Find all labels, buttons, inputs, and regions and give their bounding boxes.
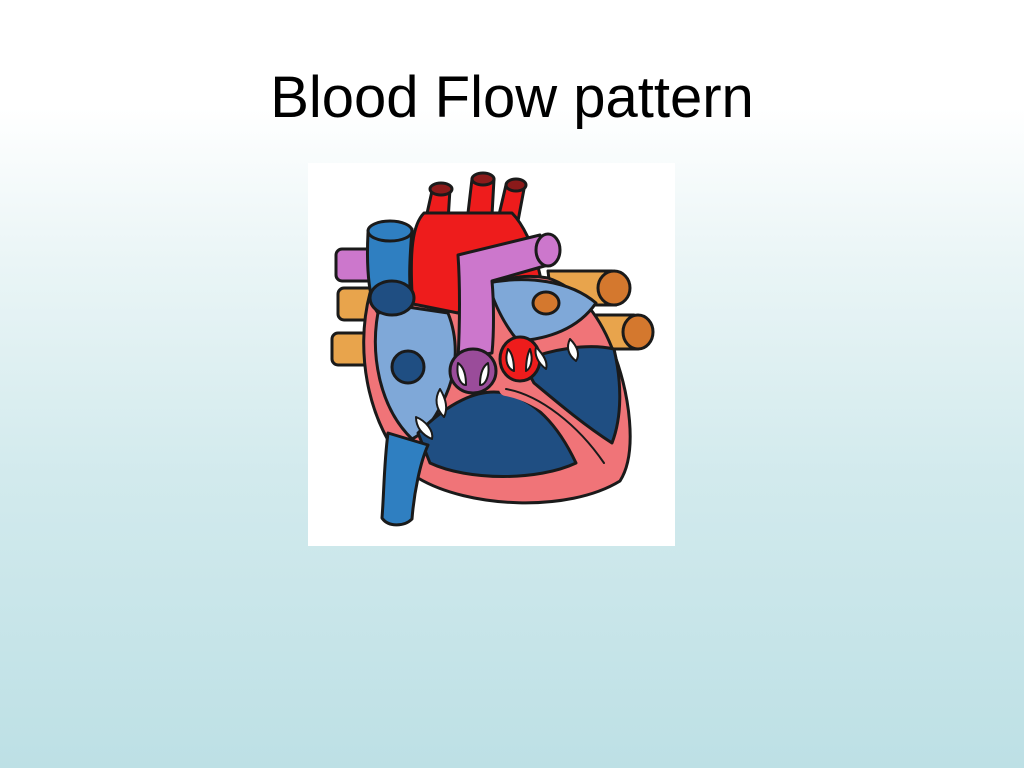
aorta-branch-right-cap	[504, 177, 528, 193]
septum-outline	[505, 388, 605, 464]
tricuspid-valve-leaflet-bottom	[415, 416, 434, 440]
heart-diagram	[330, 171, 655, 527]
vena-cava-opening	[368, 279, 416, 317]
pulmonary-valve-cusp-right	[479, 362, 490, 386]
pulmonary-artery	[456, 233, 550, 361]
pulmonary-artery-end	[534, 232, 562, 268]
pulmonary-vein-right-bottom-end	[621, 313, 655, 351]
aorta-branch-left-cap	[428, 181, 454, 197]
right-atrium-opening	[390, 349, 426, 385]
aortic-valve-cusp-right	[525, 348, 533, 372]
pulmonary-valve-cusp-left	[456, 362, 467, 386]
pulmonary-vein-right-top-end	[596, 269, 632, 307]
slide-title: Blood Flow pattern	[270, 65, 754, 130]
inferior-vena-cava	[380, 431, 430, 527]
mitral-valve-leaflet-left	[534, 346, 548, 370]
aorta-branch-mid-cap	[470, 171, 496, 187]
pulmonary-vein-opening	[531, 290, 561, 316]
superior-vena-cava-top	[366, 219, 414, 243]
aortic-valve-cusp-left	[505, 348, 515, 372]
tricuspid-valve-leaflet-top	[435, 388, 448, 418]
heart-illustration	[308, 163, 675, 546]
right-ventricle	[416, 390, 578, 478]
mitral-valve-leaflet-right	[567, 338, 579, 362]
